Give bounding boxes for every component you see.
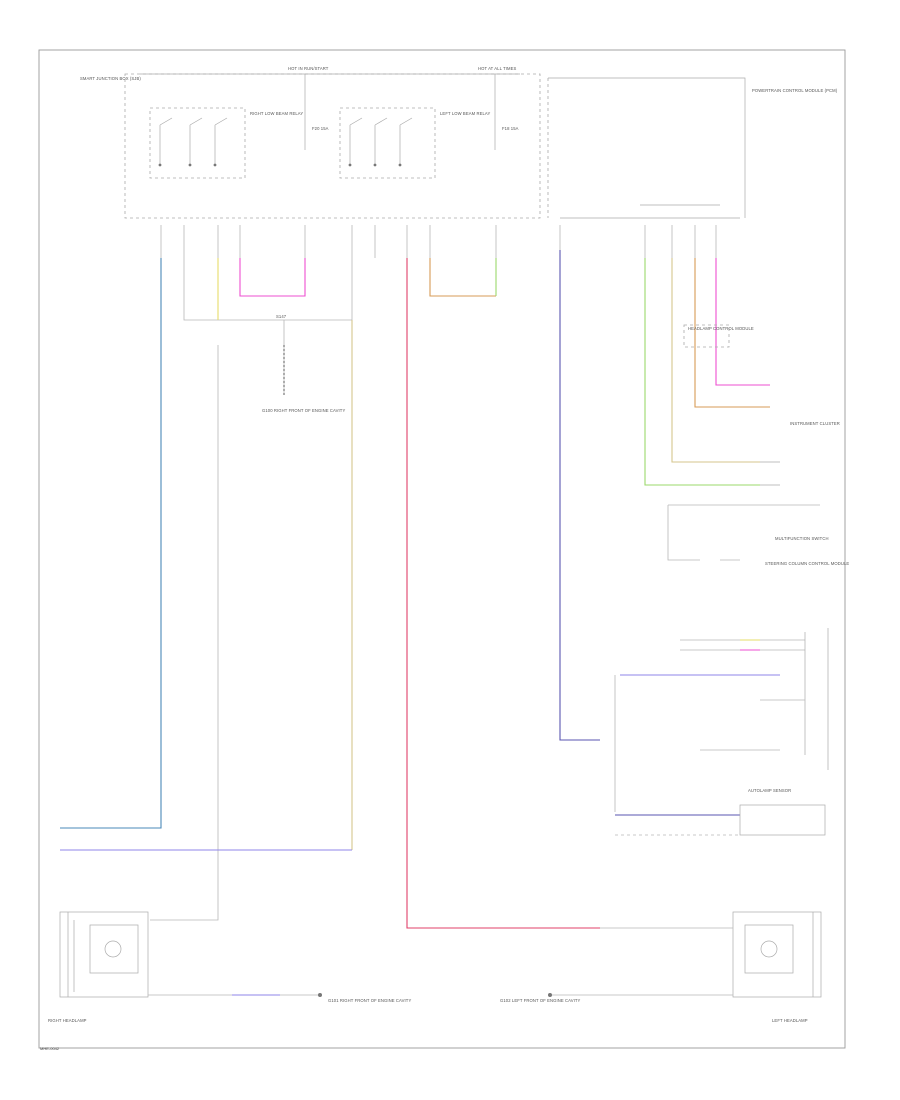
wire-orange-loop [429, 258, 496, 297]
cluster-label: INSTRUMENT CLUSTER [790, 421, 840, 426]
multifunction-switch-area: MULTIFUNCTION SWITCH STEERING COLUMN CON… [667, 461, 849, 566]
diagram-frame [38, 49, 846, 1049]
relay-a [149, 107, 246, 179]
right-headlamp: RIGHT HEADLAMP G101 RIGHT FRONT OF ENGIN… [48, 911, 411, 1023]
wire-magenta-pcm [715, 258, 770, 386]
wire-tan-pcm [671, 258, 760, 463]
lh-headlamp-label: LEFT HEADLAMP [772, 1018, 808, 1023]
wire-magenta-loop [239, 258, 306, 297]
sjb-connector-pins [160, 225, 497, 258]
relay-a-label: RIGHT LOW BEAM RELAY [250, 111, 303, 116]
ground-g100-label: G100 RIGHT FRONT OF ENGINE CAVITY [262, 408, 345, 413]
pcm-module: POWERTRAIN CONTROL MODULE (PCM) [547, 77, 838, 258]
wire-red-left-headlamp [406, 258, 600, 929]
rh-ground-label: G101 RIGHT FRONT OF ENGINE CAVITY [328, 998, 411, 1003]
fuse-a-label: F20 15A [312, 126, 329, 131]
relay-b-label: LEFT LOW BEAM RELAY [440, 111, 490, 116]
rh-headlamp-label: RIGHT HEADLAMP [48, 1018, 87, 1023]
pcm-label: POWERTRAIN CONTROL MODULE (PCM) [752, 88, 838, 93]
multifunction-switch-label: MULTIFUNCTION SWITCH [775, 536, 829, 541]
autolamp-sensor-label: AUTOLAMP SENSOR [748, 788, 791, 793]
steering-col-label: STEERING COLUMN CONTROL MODULE [765, 561, 849, 566]
wire-gray-down [150, 345, 219, 921]
wire-orange-pcm [694, 258, 770, 408]
footer-code: MHE-0042 [40, 1046, 60, 1051]
hot-all-label: HOT AT ALL TIMES [478, 66, 516, 71]
headlamp-control-module: HEADLAMP CONTROL MODULE INSTRUMENT CLUST… [683, 324, 840, 426]
hot-run-label: HOT IN RUN/START [288, 66, 329, 71]
left-headlamp: LEFT HEADLAMP G102 LEFT FRONT OF ENGINE … [500, 911, 822, 1023]
wire-blue-right-headlamp [60, 258, 162, 829]
relay-b [339, 107, 436, 179]
fuse-b-label: F18 15A [502, 126, 519, 131]
hcm-label: HEADLAMP CONTROL MODULE [688, 326, 754, 331]
sjb-label: SMART JUNCTION BOX (SJB) [80, 76, 141, 81]
wire-green-pcm [644, 258, 760, 486]
wire-gray-ground-bus [183, 258, 353, 395]
wire-navy-pcm [559, 250, 600, 741]
splice-label: S147 [276, 314, 287, 319]
smart-junction-box: SMART JUNCTION BOX (SJB) HOT IN RUN/STAR… [80, 66, 541, 258]
autolamp-sensor-area: AUTOLAMP SENSOR [614, 628, 829, 836]
lh-ground-label: G102 LEFT FRONT OF ENGINE CAVITY [500, 998, 581, 1003]
